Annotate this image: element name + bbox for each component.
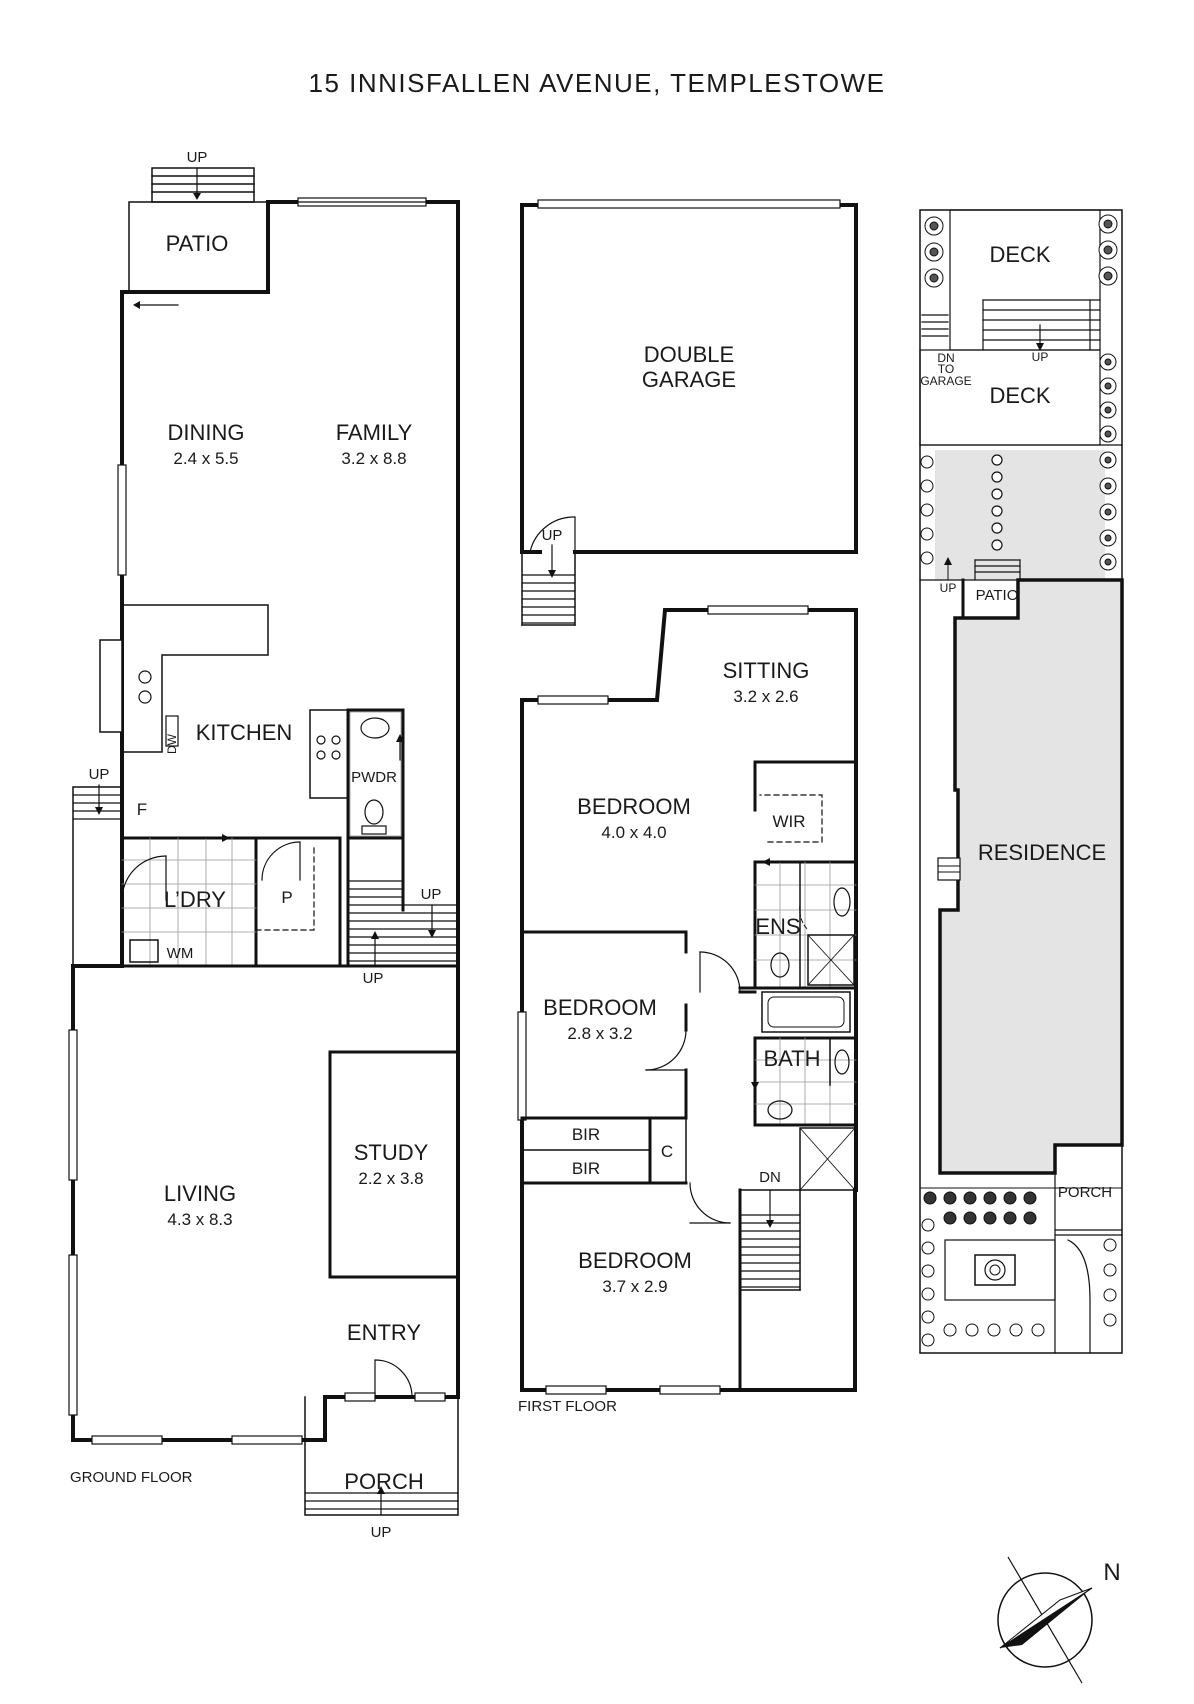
site-plan-labels: DECK UP DN TO GARAGE DECK UP PATIO RESID… <box>920 242 1112 1201</box>
cupboard-label: C <box>661 1142 673 1161</box>
family-room-label: FAMILY <box>336 420 413 445</box>
compass-north-label: N <box>1103 1559 1120 1586</box>
garage-stairs-up-label: UP <box>542 527 563 544</box>
built-in-robe-2-label: BIR <box>572 1159 600 1178</box>
bedroom-1-size: 4.0 x 4.0 <box>601 823 666 842</box>
family-room-size: 3.2 x 8.8 <box>341 449 406 468</box>
page-title: 15 INNISFALLEN AVENUE, TEMPLESTOWE <box>309 68 886 98</box>
patio-steps-up-label: UP <box>187 149 208 166</box>
site-residence-label: RESIDENCE <box>978 840 1106 865</box>
site-dn-to-garage-label-3: GARAGE <box>920 374 971 388</box>
first-floor-caption: FIRST FLOOR <box>518 1398 617 1415</box>
site-patio-label: PATIO <box>976 587 1019 604</box>
north-compass-icon: N <box>997 1556 1121 1684</box>
kitchen-room-label: KITCHEN <box>196 720 293 745</box>
ensuite-label: ENS <box>755 914 800 939</box>
side-stairs-up-label: UP <box>89 766 110 783</box>
pantry-label: P <box>281 888 292 907</box>
dining-room-size: 2.4 x 5.5 <box>173 449 238 468</box>
entry-room-label: ENTRY <box>347 1320 421 1345</box>
dining-room-label: DINING <box>168 420 245 445</box>
site-plan <box>919 209 1124 1354</box>
first-floor-labels: DOUBLE GARAGE UP SITTING 3.2 x 2.6 BEDRO… <box>518 342 821 1415</box>
bathroom-label: BATH <box>763 1046 820 1071</box>
washing-machine-label: WM <box>167 945 194 962</box>
fridge-label: F <box>137 800 147 819</box>
site-porch-label: PORCH <box>1058 1184 1112 1201</box>
site-top-deck-label: DECK <box>989 242 1050 267</box>
porch-room-label: PORCH <box>344 1469 423 1494</box>
site-dn-to-garage-label-1: DN <box>937 351 954 365</box>
powder-room-label: PWDR <box>351 769 397 786</box>
site-patio-up-label: UP <box>940 581 957 595</box>
site-lower-deck-label: DECK <box>989 383 1050 408</box>
sitting-room-size: 3.2 x 2.6 <box>733 687 798 706</box>
main-stairs-up-label: UP <box>421 886 442 903</box>
study-room-size: 2.2 x 3.8 <box>358 1169 423 1188</box>
site-deck-up-label: UP <box>1032 350 1049 364</box>
ground-floor-caption: GROUND FLOOR <box>70 1469 193 1486</box>
ground-floor-plan <box>68 167 460 1516</box>
bedroom-3-label: BEDROOM <box>578 1248 692 1273</box>
walk-in-robe-label: WIR <box>772 812 805 831</box>
sitting-room-label: SITTING <box>723 658 810 683</box>
study-room-label: STUDY <box>354 1140 429 1165</box>
garage-label-line1: DOUBLE <box>644 342 734 367</box>
main-stairs-bottom-up-label: UP <box>363 970 384 987</box>
site-dn-to-garage-label-2: TO <box>938 362 954 376</box>
garage-label-line2: GARAGE <box>642 367 736 392</box>
bedroom-2-label: BEDROOM <box>543 995 657 1020</box>
patio-room-label: PATIO <box>166 231 229 256</box>
porch-steps-up-label: UP <box>371 1524 392 1541</box>
dishwasher-label: DW <box>165 733 179 754</box>
living-room-size: 4.3 x 8.3 <box>167 1210 232 1229</box>
living-room-label: LIVING <box>164 1181 236 1206</box>
built-in-robe-1-label: BIR <box>572 1125 600 1144</box>
bedroom-3-size: 3.7 x 2.9 <box>602 1277 667 1296</box>
first-floor-plan <box>517 199 858 1395</box>
first-floor-stairs-down-label: DN <box>759 1169 781 1186</box>
site-shrubs <box>920 214 1118 1347</box>
laundry-room-label: L’DRY <box>164 887 226 912</box>
bedroom-2-size: 2.8 x 3.2 <box>567 1024 632 1043</box>
patio-steps <box>151 167 255 203</box>
bedroom-1-label: BEDROOM <box>577 794 691 819</box>
ground-floor-labels: UP PATIO DINING 2.4 x 5.5 FAMILY 3.2 x 8… <box>70 149 441 1541</box>
